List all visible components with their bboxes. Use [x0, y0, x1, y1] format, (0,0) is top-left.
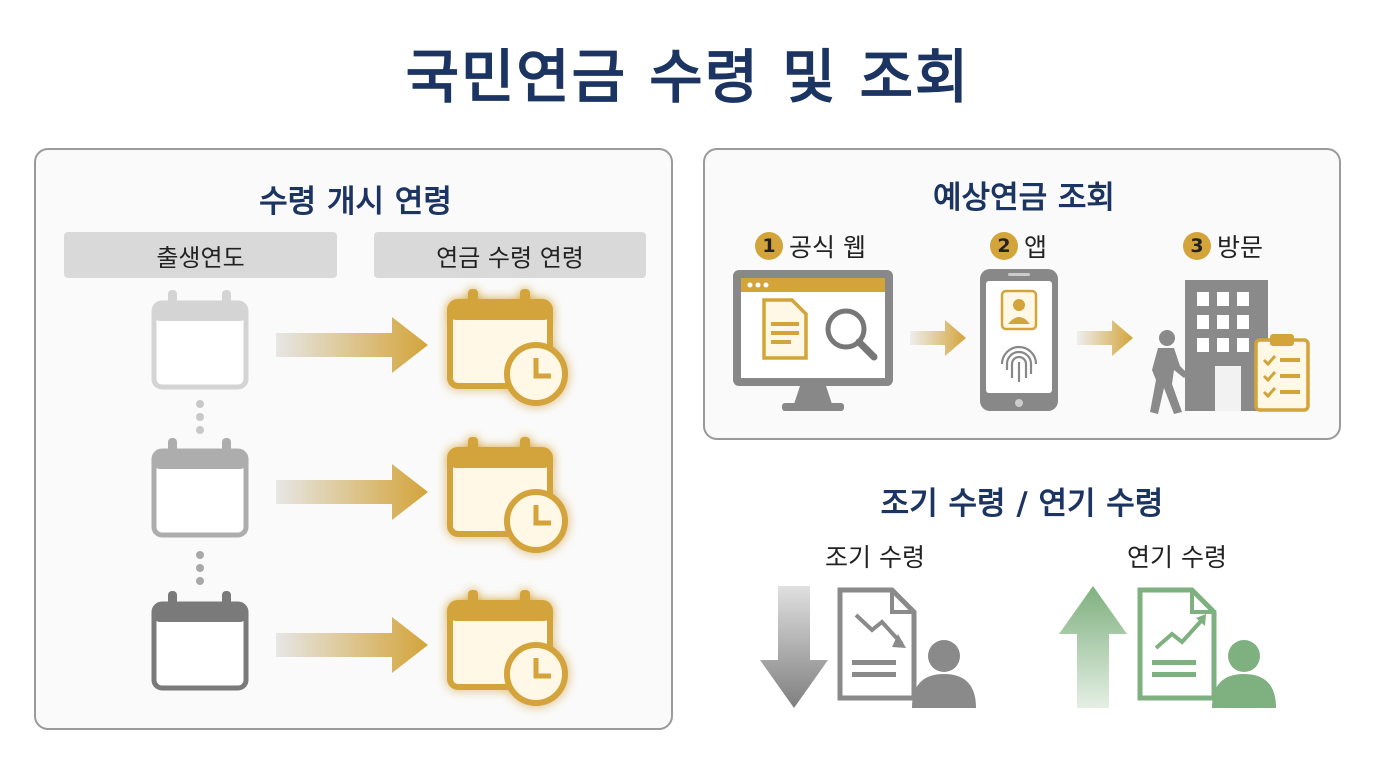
- checklist-clipboard-icon: [1254, 334, 1310, 412]
- step-label-text: 앱: [1024, 233, 1048, 262]
- late-label: 연기 수령: [1127, 543, 1227, 572]
- calendar-clock-icon: [447, 437, 568, 553]
- building-icon: [1185, 280, 1268, 411]
- step-label-text: 공식 웹: [789, 233, 866, 262]
- arrow-down-icon: [760, 586, 828, 708]
- page-title: 국민연금 수령 및 조회: [405, 43, 971, 111]
- document-decline-icon: [837, 587, 917, 701]
- early-label: 조기 수령: [825, 543, 925, 572]
- birth-year-header: 출생연도: [64, 232, 337, 278]
- step-number-badge: 2: [990, 232, 1018, 260]
- estimate-title: 예상연금 조회: [933, 180, 1115, 216]
- fingerprint-icon: [1000, 345, 1038, 382]
- calendar-icon-dark: [151, 591, 249, 691]
- arrow-right-icon: [1077, 320, 1133, 356]
- person-icon: [1212, 640, 1276, 708]
- step-number-badge: 1: [755, 232, 783, 260]
- calendar-clock-icon: [447, 590, 568, 706]
- step-visit-label: 3 방문: [1183, 228, 1263, 264]
- step-app-label: 2 앱: [990, 228, 1047, 264]
- step-label-text: 방문: [1217, 233, 1264, 262]
- step-number-badge: 3: [1183, 232, 1211, 260]
- magnifier-icon: [825, 308, 878, 361]
- step-web-label: 1 공식 웹: [755, 228, 866, 264]
- pension-age-header: 연금 수령 연령: [374, 232, 646, 278]
- ellipsis-icon: [196, 400, 204, 434]
- person-icon: [912, 640, 976, 708]
- user-avatar-icon: [1000, 289, 1038, 331]
- start-age-title: 수령 개시 연령: [259, 184, 452, 220]
- calendar-clock-icon: [447, 289, 568, 406]
- calendar-icon-light: [151, 290, 249, 390]
- walking-person-icon: [1150, 330, 1188, 414]
- calendar-icon-medium: [151, 438, 249, 538]
- arrow-right-icon: [910, 320, 966, 356]
- early-late-title: 조기 수령 / 연기 수령: [880, 486, 1164, 522]
- start-age-panel: 수령 개시 연령 출생연도 연금 수령 연령: [34, 148, 673, 730]
- document-icon: [762, 298, 808, 360]
- ellipsis-icon: [196, 551, 204, 585]
- arrow-right-icon: [276, 464, 428, 520]
- document-growth-icon: [1137, 587, 1217, 701]
- arrow-up-icon: [1059, 586, 1127, 708]
- arrow-right-icon: [276, 617, 428, 673]
- arrow-right-icon: [276, 317, 428, 373]
